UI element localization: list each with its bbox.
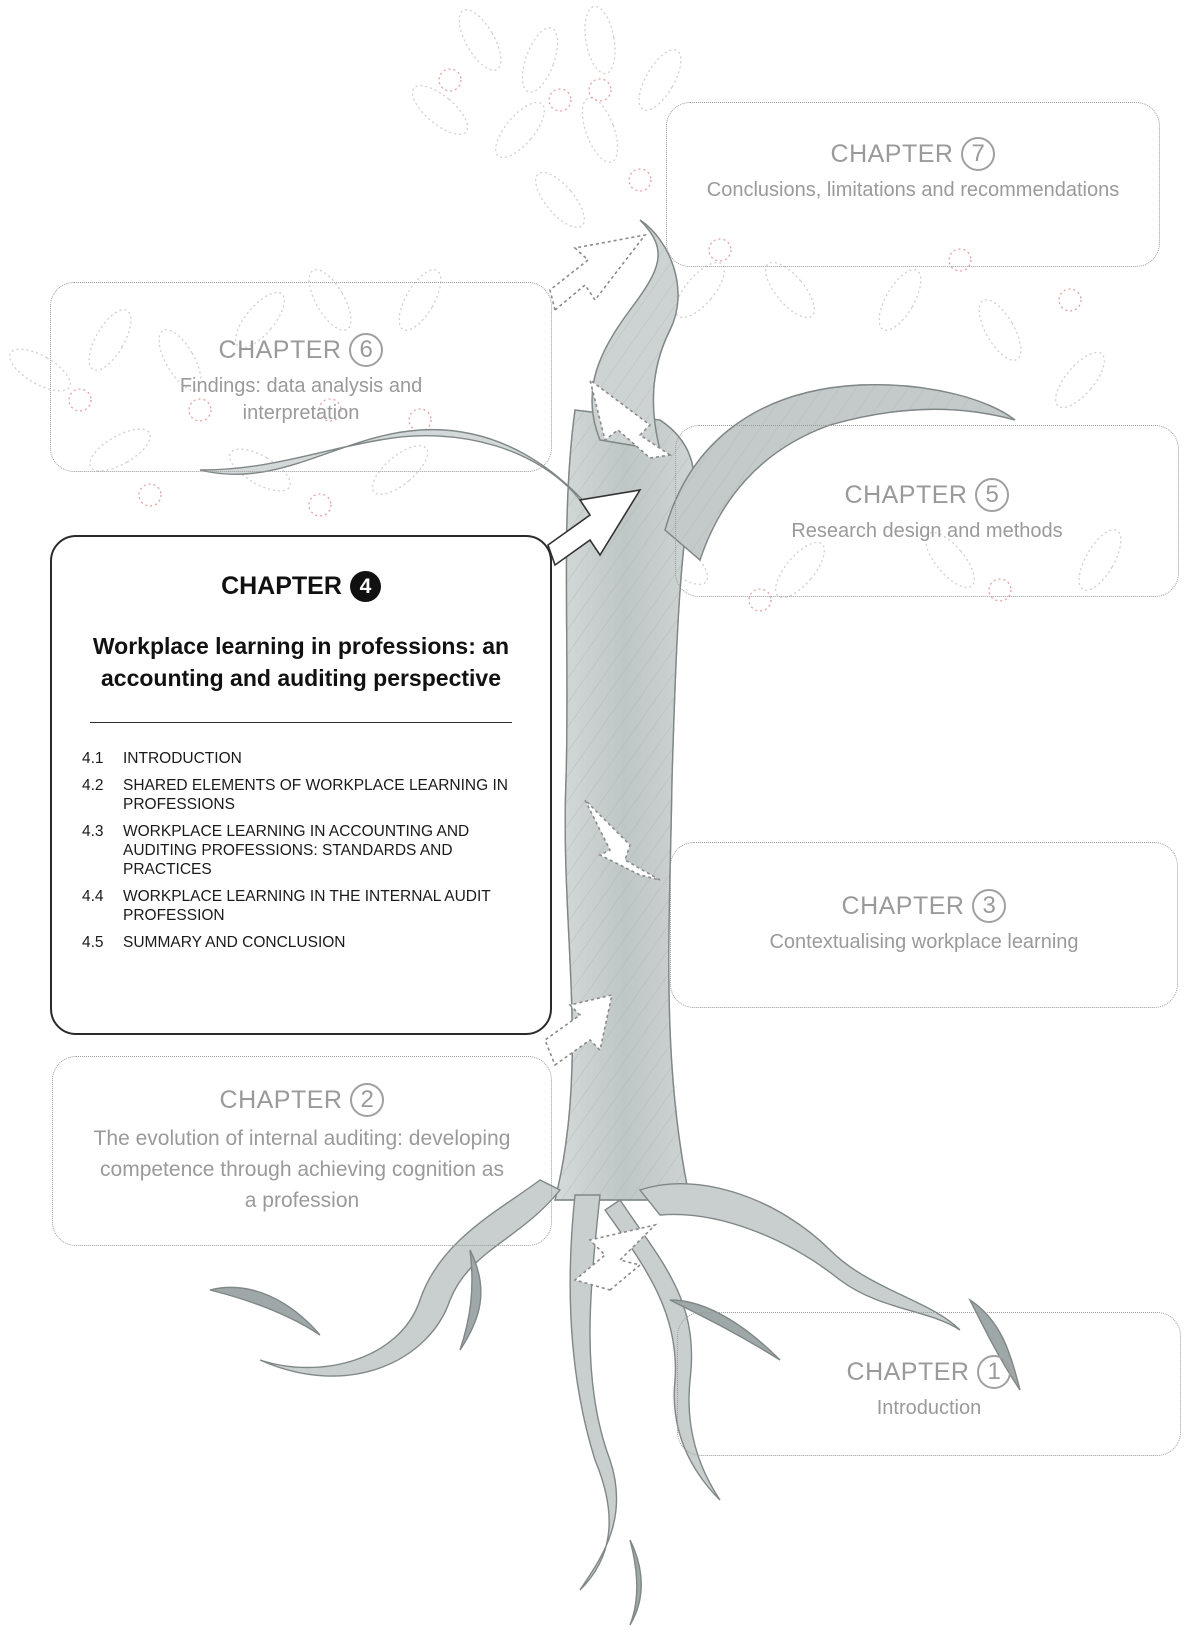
- chapter-5-title: Research design and methods: [676, 518, 1178, 545]
- chapter-1-box: CHAPTER 1 Introduction: [677, 1312, 1181, 1456]
- chapter-2-heading: CHAPTER 2: [53, 1083, 551, 1117]
- section-number: 4.4: [82, 887, 123, 925]
- chapter-6-title: Findings: data analysis and interpretati…: [51, 373, 551, 427]
- chapter-4-title: Workplace learning in professions: an ac…: [52, 630, 550, 694]
- chapter-label: CHAPTER: [831, 140, 954, 169]
- chapter-number-badge: 3: [972, 889, 1006, 923]
- chapter-2-title: The evolution of internal auditing: deve…: [53, 1123, 551, 1216]
- chapter-label: CHAPTER: [220, 1086, 343, 1115]
- section-number: 4.1: [82, 749, 123, 768]
- chapter-label: CHAPTER: [847, 1358, 970, 1387]
- chapter-number-badge: 2: [350, 1083, 384, 1117]
- chapter-label: CHAPTER: [845, 481, 968, 510]
- arrow-6-to-7: [550, 235, 645, 310]
- chapter-label: CHAPTER: [219, 336, 342, 365]
- chapter-7-title: Conclusions, limitations and recommendat…: [667, 177, 1159, 204]
- chapter-5-box: CHAPTER 5 Research design and methods: [675, 425, 1179, 597]
- chapter-label: CHAPTER: [842, 892, 965, 921]
- chapter-2-box: CHAPTER 2 The evolution of internal audi…: [52, 1056, 552, 1246]
- chapter-number-badge: 5: [975, 478, 1009, 512]
- section-text: SHARED ELEMENTS OF WORKPLACE LEARNING IN…: [123, 776, 513, 814]
- chapter-3-box: CHAPTER 3 Contextualising workplace lear…: [670, 842, 1178, 1008]
- chapter-1-title: Introduction: [678, 1395, 1180, 1422]
- chapter-5-heading: CHAPTER 5: [676, 478, 1178, 512]
- chapter-4-heading: CHAPTER 4: [52, 571, 550, 602]
- section-number: 4.5: [82, 933, 123, 952]
- chapter-number-badge: 7: [961, 137, 995, 171]
- chapter-number-badge: 6: [349, 333, 383, 367]
- chapter-4-box: CHAPTER 4 Workplace learning in professi…: [50, 535, 552, 1035]
- chapter-7-heading: CHAPTER 7: [667, 137, 1159, 171]
- chapter-number-badge: 4: [350, 571, 381, 602]
- chapter-label: CHAPTER: [221, 572, 342, 601]
- section-text: WORKPLACE LEARNING IN THE INTERNAL AUDIT…: [123, 887, 513, 925]
- section-text: INTRODUCTION: [123, 749, 513, 768]
- chapter-3-heading: CHAPTER 3: [671, 889, 1177, 923]
- divider: [90, 722, 512, 723]
- section-text: SUMMARY AND CONCLUSION: [123, 933, 513, 952]
- chapter-6-box: CHAPTER 6 Findings: data analysis and in…: [50, 282, 552, 472]
- chapter-3-title: Contextualising workplace learning: [671, 929, 1177, 956]
- section-text: WORKPLACE LEARNING IN ACCOUNTING AND AUD…: [123, 822, 513, 879]
- section-number: 4.3: [82, 822, 123, 879]
- chapter-1-heading: CHAPTER 1: [678, 1355, 1180, 1389]
- section-number: 4.2: [82, 776, 123, 814]
- chapter-7-box: CHAPTER 7 Conclusions, limitations and r…: [666, 102, 1160, 267]
- chapter-6-heading: CHAPTER 6: [51, 333, 551, 367]
- chapter-number-badge: 1: [977, 1355, 1011, 1389]
